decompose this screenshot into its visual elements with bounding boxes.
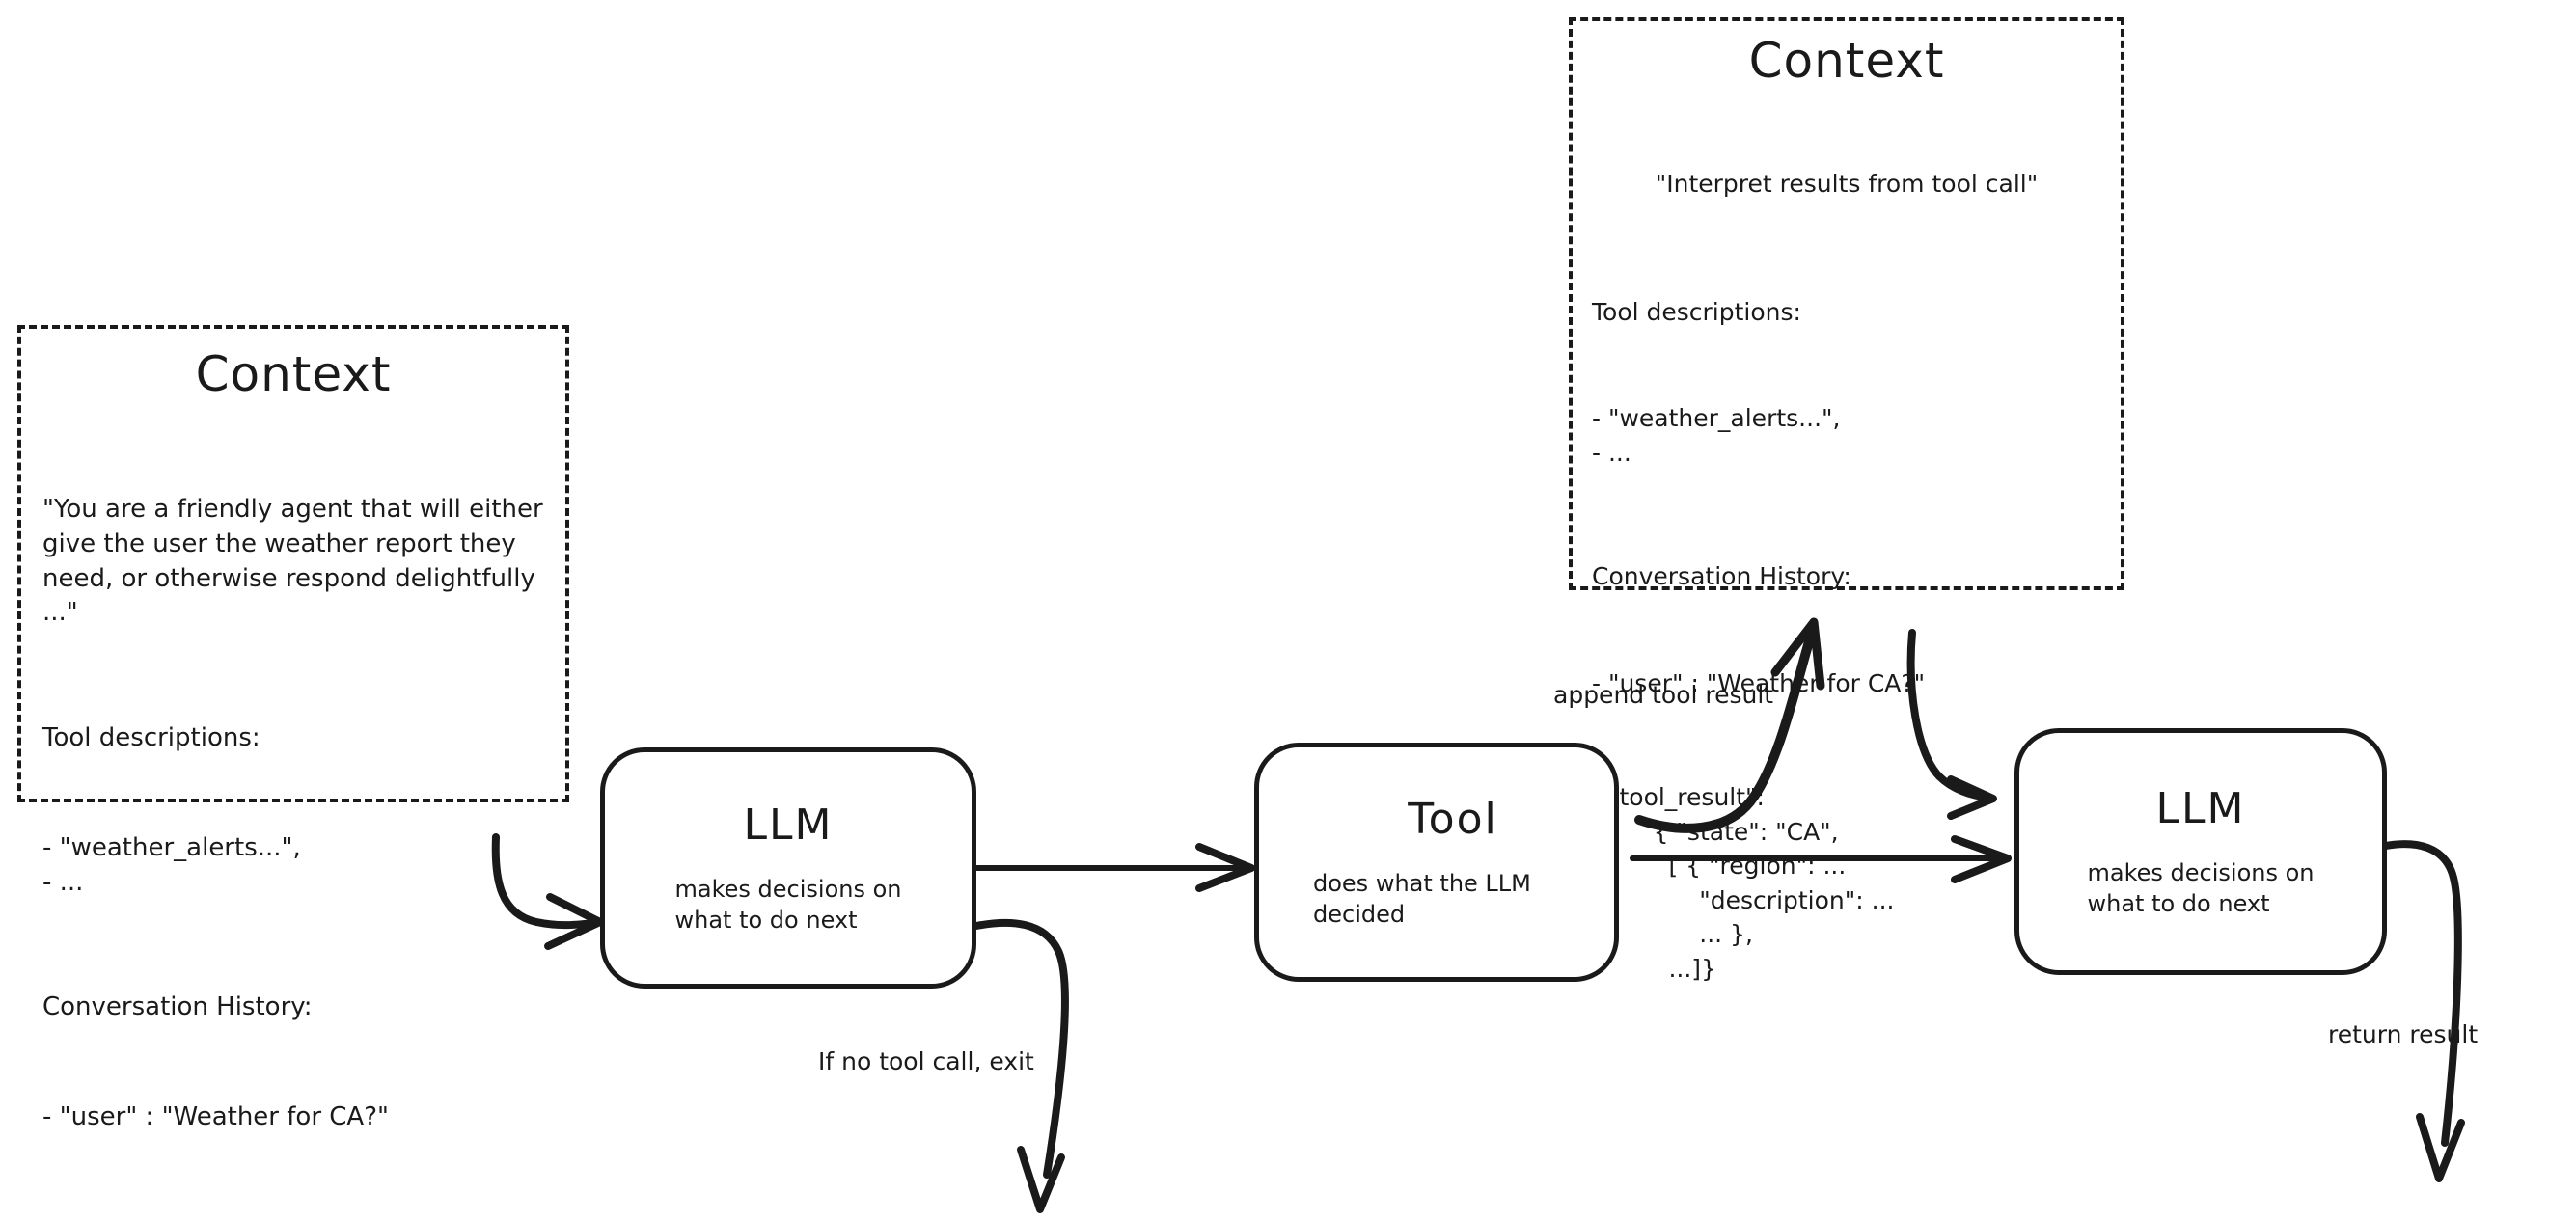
node-llm-left-title: LLM	[743, 800, 834, 850]
context-right-system-prompt: "Interpret results from tool call"	[1655, 170, 2039, 198]
context-right-tools-heading: Tool descriptions:	[1592, 297, 1801, 326]
node-llm-right[interactable]: LLM makes decisions on what to do next	[2014, 728, 2387, 975]
edge-label-exit: If no tool call, exit	[818, 1047, 1034, 1075]
context-right-conversation-items: - "user" : "Weather for CA?"	[1592, 668, 1926, 697]
node-llm-right-title: LLM	[2155, 783, 2246, 833]
node-tool-title: Tool	[1408, 794, 1498, 844]
node-llm-left-subtitle: makes decisions on what to do next	[674, 875, 902, 934]
edge-return-result	[2376, 840, 2465, 1182]
context-left-tools-items: - "weather_alerts...", - ...	[42, 832, 301, 897]
context-left-conversation-heading: Conversation History:	[42, 992, 313, 1022]
node-llm-right-subtitle: makes decisions on what to do next	[2087, 858, 2315, 917]
node-tool-subtitle: does what the LLM decided	[1313, 869, 1531, 928]
edge-label-return-result: return result	[2328, 1020, 2479, 1048]
context-right-title: Context	[1748, 33, 1945, 89]
edge-label-append-tool-result: append tool result	[1553, 681, 1774, 709]
node-tool[interactable]: Tool does what the LLM decided	[1254, 743, 1619, 982]
context-box-left: Context "You are a friendly agent that w…	[17, 325, 569, 1131]
node-llm-left[interactable]: LLM makes decisions on what to do next	[600, 747, 976, 989]
context-right-conversation-heading: Conversation History:	[1592, 562, 1851, 590]
context-right-tools-items: - "weather_alerts...", - ...	[1592, 404, 1841, 467]
context-left-title: Context	[195, 346, 392, 402]
edge-llm-to-tool	[969, 843, 1255, 892]
context-left-tools-heading: Tool descriptions:	[42, 723, 260, 752]
context-right-tool-result: - "tool_result": { "state": "CA", [ { "r…	[1592, 783, 1895, 983]
context-left-system-prompt: "You are a friendly agent that will eith…	[42, 494, 551, 628]
context-box-right: Context "Interpret results from tool cal…	[1569, 17, 2124, 983]
context-left-conversation-items: - "user" : "Weather for CA?"	[42, 1101, 389, 1131]
